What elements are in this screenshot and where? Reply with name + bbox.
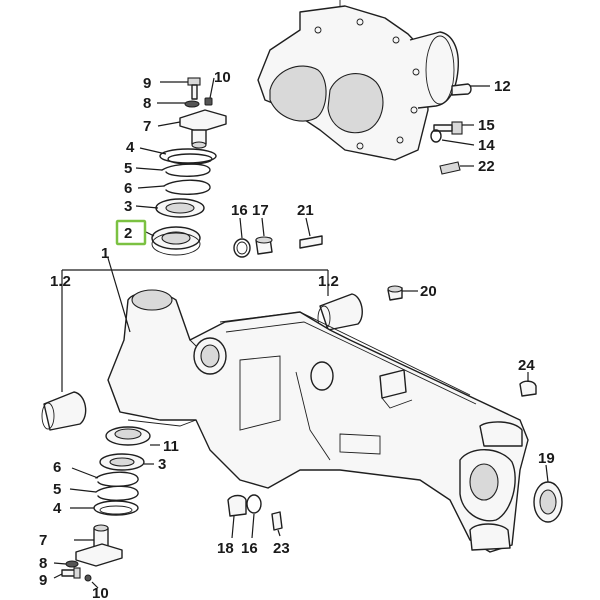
callout-24: 24: [518, 357, 535, 374]
callout-5-top: 5: [124, 160, 132, 177]
callout-3-bottom: 3: [158, 456, 166, 473]
part-kingpin-cap-7-bottom: [75, 524, 123, 567]
callout-9-bottom: 9: [39, 572, 47, 589]
callout-4-top: 4: [126, 139, 135, 156]
callout-9-top: 9: [143, 75, 151, 92]
part-oring-16-top: [233, 238, 251, 258]
part-bearing-11: [105, 426, 151, 446]
callout-19: 19: [538, 450, 555, 467]
callout-10-bottom: 10: [92, 585, 109, 600]
part-bushing-1-2-right: [317, 293, 363, 331]
callout-2: 2: [124, 225, 132, 242]
part-oring-16-bottom: [246, 494, 262, 514]
part-bushing-1-2-left: [41, 391, 87, 431]
part-seal-3-bottom: [99, 453, 145, 471]
callout-6-top: 6: [124, 180, 132, 197]
part-seal-19: [533, 481, 563, 523]
callout-6-bottom: 6: [53, 459, 61, 476]
callout-10-top: 10: [214, 69, 231, 86]
callout-3-top: 3: [124, 198, 132, 215]
part-washer-14: [430, 129, 442, 143]
part-plug-20: [387, 285, 403, 301]
callout-11: 11: [163, 438, 179, 455]
part-seal-3-top: [155, 198, 205, 218]
part-washer-8-bottom: [65, 560, 79, 568]
leader-lines: [53, 77, 549, 589]
callout-21: 21: [297, 202, 314, 219]
highlight-box-2: [115, 219, 147, 246]
part-spring-5-top: [161, 163, 211, 177]
part-bearing-2-top: [151, 226, 201, 256]
part-nut-10-top: [204, 97, 213, 106]
callout-4-bottom: 4: [53, 500, 62, 517]
callout-8-top: 8: [143, 95, 151, 112]
callout-5-bottom: 5: [53, 481, 61, 498]
callouts: 9 10 8 7 4 5 6 3 2 16 17 21 1 1.2 1.2 12…: [39, 69, 555, 600]
callout-17: 17: [252, 202, 269, 219]
part-shims-4-top: [159, 148, 217, 165]
part-plug-17-top: [255, 236, 273, 255]
part-washer-8-top: [184, 100, 200, 108]
callout-7-top: 7: [143, 118, 151, 135]
callout-12: 12: [494, 78, 511, 95]
callout-1: 1: [101, 245, 109, 262]
part-kingpin-cap-7-top: [179, 109, 227, 149]
part-spring-5-bottom: [95, 485, 139, 501]
part-pin-12: [451, 83, 472, 96]
differential-housing: [257, 0, 459, 161]
part-shims-4-bottom: [93, 500, 139, 516]
callout-1-2-right: 1.2: [318, 273, 339, 290]
callout-16-bottom: 16: [241, 540, 258, 557]
part-plug-24: [519, 380, 537, 397]
callout-16-top: 16: [231, 202, 248, 219]
part-bolt-9-bottom: [61, 567, 81, 579]
part-plug-18: [227, 494, 247, 517]
part-stud-22: [439, 161, 461, 175]
callout-20: 20: [420, 283, 437, 300]
part-bolt-15: [433, 121, 463, 135]
callout-23: 23: [273, 540, 290, 557]
callout-14: 14: [478, 137, 495, 154]
callout-8-bottom: 8: [39, 555, 47, 572]
axle-housing: [107, 289, 529, 553]
callout-18: 18: [217, 540, 234, 557]
callout-1-2-left: 1.2: [50, 273, 71, 290]
part-plug-23: [271, 511, 283, 531]
callout-7-bottom: 7: [39, 532, 47, 549]
part-bolt-9-top: [187, 77, 201, 100]
part-shims-6-bottom: [95, 471, 139, 487]
part-stud-21: [299, 235, 323, 249]
callout-15: 15: [478, 117, 495, 134]
part-shims-6-top: [163, 179, 211, 195]
callout-22: 22: [478, 158, 495, 175]
part-nut-10-bottom: [84, 574, 92, 582]
